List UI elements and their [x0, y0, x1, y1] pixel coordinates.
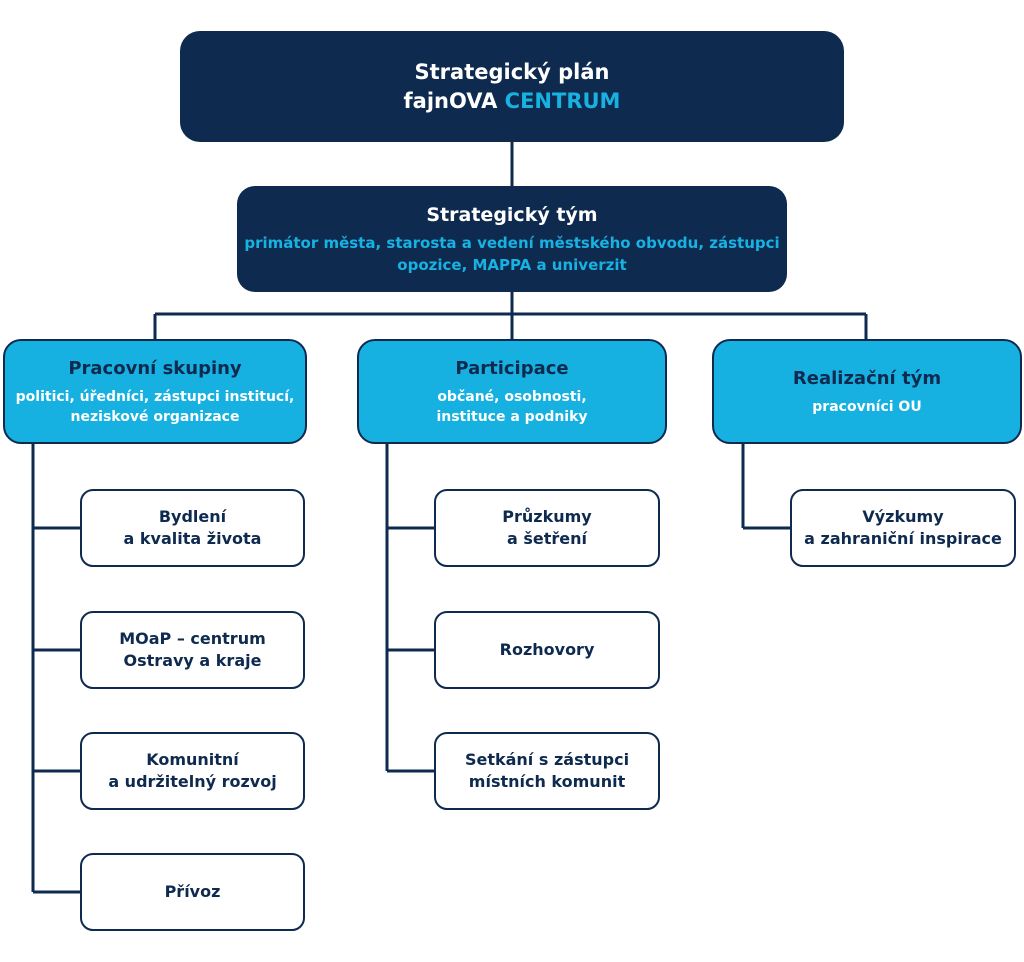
team-node: Strategický tým primátor města, starosta… — [237, 186, 787, 292]
child-line2: místních komunit — [468, 772, 626, 791]
root-subtitle: fajnOVA CENTRUM — [404, 87, 621, 116]
team-subtitle: primátor města, starosta a vedení městsk… — [244, 232, 779, 276]
root-subtitle-a: fajnOVA — [403, 88, 498, 113]
group-subtitle: politici, úředníci, zástupci institucí, … — [16, 387, 295, 427]
child-node-community-meetings: Setkání s zástupci místních komunit — [434, 732, 660, 810]
child-node-community: Komunitní a udržitelný rozvoj — [80, 732, 305, 810]
group-subtitle: pracovníci OU — [812, 397, 921, 417]
group-node-working-groups: Pracovní skupiny politici, úředníci, zás… — [3, 339, 307, 444]
group-subtitle: občané, osobnosti, instituce a podniky — [436, 387, 587, 427]
child-line2: Ostravy a kraje — [123, 651, 262, 670]
child-node-privoz: Přívoz — [80, 853, 305, 931]
group-title: Pracovní skupiny — [68, 357, 242, 379]
child-line1: Setkání s zástupci — [464, 750, 630, 769]
team-title: Strategický tým — [426, 204, 598, 226]
group-title: Participace — [455, 357, 569, 379]
group-subtitle-line1: občané, osobnosti, — [437, 388, 587, 405]
group-node-participation: Participace občané, osobnosti, instituce… — [357, 339, 667, 444]
child-line1: Průzkumy — [502, 507, 592, 526]
group-node-implementation-team: Realizační tým pracovníci OU — [712, 339, 1022, 444]
group-subtitle-line1: pracovníci OU — [812, 398, 922, 415]
root-subtitle-b: CENTRUM — [504, 88, 621, 113]
child-line1: MOaP – centrum — [119, 629, 266, 648]
child-node-research: Výzkumy a zahraniční inspirace — [790, 489, 1016, 567]
child-line1: Bydlení — [158, 507, 227, 526]
group-subtitle-line1: politici, úředníci, zástupci institucí, — [15, 388, 295, 405]
group-subtitle-line2: instituce a podniky — [436, 408, 588, 425]
child-line1: Komunitní — [146, 750, 239, 769]
child-line1: Přívoz — [164, 882, 221, 901]
child-line2: a zahraniční inspirace — [804, 529, 1002, 548]
child-node-moap: MOaP – centrum Ostravy a kraje — [80, 611, 305, 689]
team-subtitle-line2: opozice, MAPPA a univerzit — [397, 256, 627, 274]
child-line2: a kvalita života — [123, 529, 262, 548]
child-line1: Výzkumy — [862, 507, 944, 526]
root-title: Strategický plán — [414, 59, 610, 84]
root-node: Strategický plán fajnOVA CENTRUM — [180, 31, 844, 142]
child-line2: a šetření — [506, 529, 587, 548]
child-line1: Rozhovory — [499, 640, 595, 659]
team-subtitle-line1: primátor města, starosta a vedení městsk… — [244, 234, 780, 252]
child-node-housing: Bydlení a kvalita života — [80, 489, 305, 567]
group-title: Realizační tým — [792, 367, 942, 389]
child-node-interviews: Rozhovory — [434, 611, 660, 689]
group-subtitle-line2: neziskové organizace — [70, 408, 240, 425]
child-node-surveys: Průzkumy a šetření — [434, 489, 660, 567]
child-line2: a udržitelný rozvoj — [108, 772, 277, 791]
